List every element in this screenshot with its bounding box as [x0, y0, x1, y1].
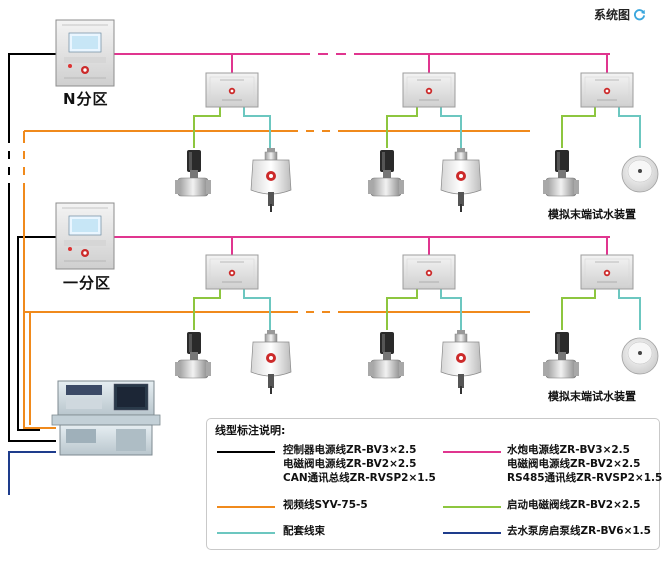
junction-box-icon: [205, 254, 259, 290]
solenoid-valve-icon: [174, 331, 212, 379]
legend-panel: 线型标注说明: 控制器电源线ZR-BV3×2.5 电磁阀电源线ZR-BV2×2.…: [206, 418, 663, 550]
water-cannon-icon: [440, 147, 482, 213]
legend-swatch-green: [443, 506, 501, 508]
controller-cabinet-icon: [55, 202, 115, 270]
orange-video-trunk: [23, 130, 530, 429]
test-device-label-top: 模拟末端试水装置: [548, 208, 636, 221]
orange-dash-gaps: [290, 130, 340, 313]
legend-text-pink-1: 水炮电源线ZR-BV3×2.5: [507, 444, 630, 456]
legend-text-green: 启动电磁阀线ZR-BV2×2.5: [507, 499, 641, 511]
junction-box-icon: [205, 72, 259, 108]
solenoid-valve-icon: [367, 149, 405, 197]
zone-label-n: N分区: [63, 90, 109, 108]
legend-swatch-black: [217, 451, 275, 453]
water-cannon-icon: [250, 147, 292, 213]
solenoid-valve-icon: [542, 149, 580, 197]
legend-text-navy: 去水泵房启泵线ZR-BV6×1.5: [507, 525, 651, 537]
zone-label-first: 一分区: [63, 274, 112, 292]
solenoid-valve-icon: [542, 331, 580, 379]
junction-box-icon: [580, 72, 634, 108]
legend-title: 线型标注说明:: [215, 424, 286, 437]
legend-swatch-navy: [443, 532, 501, 534]
junction-box-icon: [402, 254, 456, 290]
vertical-dash-gaps: [7, 143, 26, 190]
legend-text-black-1: 控制器电源线ZR-BV3×2.5: [283, 444, 417, 456]
legend-swatch-pink: [443, 451, 501, 453]
legend-swatch-orange: [217, 506, 275, 508]
water-cannon-icon: [250, 329, 292, 395]
page-title: 系统图: [594, 8, 631, 22]
solenoid-valve-icon: [174, 149, 212, 197]
water-cannon-icon: [440, 329, 482, 395]
branch-lines-bottom: [193, 288, 641, 330]
refresh-icon[interactable]: [633, 8, 646, 21]
pink-rs485-lines: [114, 53, 610, 255]
title-area: 系统图: [594, 6, 646, 23]
junction-box-icon: [402, 72, 456, 108]
controller-cabinet-icon: [55, 19, 115, 87]
legend-swatch-cyan: [217, 532, 275, 534]
junction-box-icon: [580, 254, 634, 290]
legend-text-black-3: CAN通讯总线ZR-RVSP2×1.5: [283, 472, 436, 484]
legend-text-cyan: 配套线束: [283, 525, 325, 537]
legend-text-orange: 视频线SYV-75-5: [283, 499, 368, 511]
black-bus-lines: [8, 53, 56, 442]
test-device-label-bottom: 模拟末端试水装置: [548, 390, 636, 403]
solenoid-valve-icon: [367, 331, 405, 379]
test-device-icon: [621, 337, 659, 375]
branch-lines-top: [193, 106, 641, 148]
legend-text-pink-2: 电磁阀电源线ZR-BV2×2.5: [507, 458, 641, 470]
legend-text-pink-3: RS485通讯线ZR-RVSP2×1.5: [507, 472, 663, 484]
legend-text-black-2: 电磁阀电源线ZR-BV2×2.5: [283, 458, 417, 470]
test-device-icon: [621, 155, 659, 193]
control-console-icon: [51, 380, 161, 456]
navy-pump-line: [8, 451, 56, 495]
